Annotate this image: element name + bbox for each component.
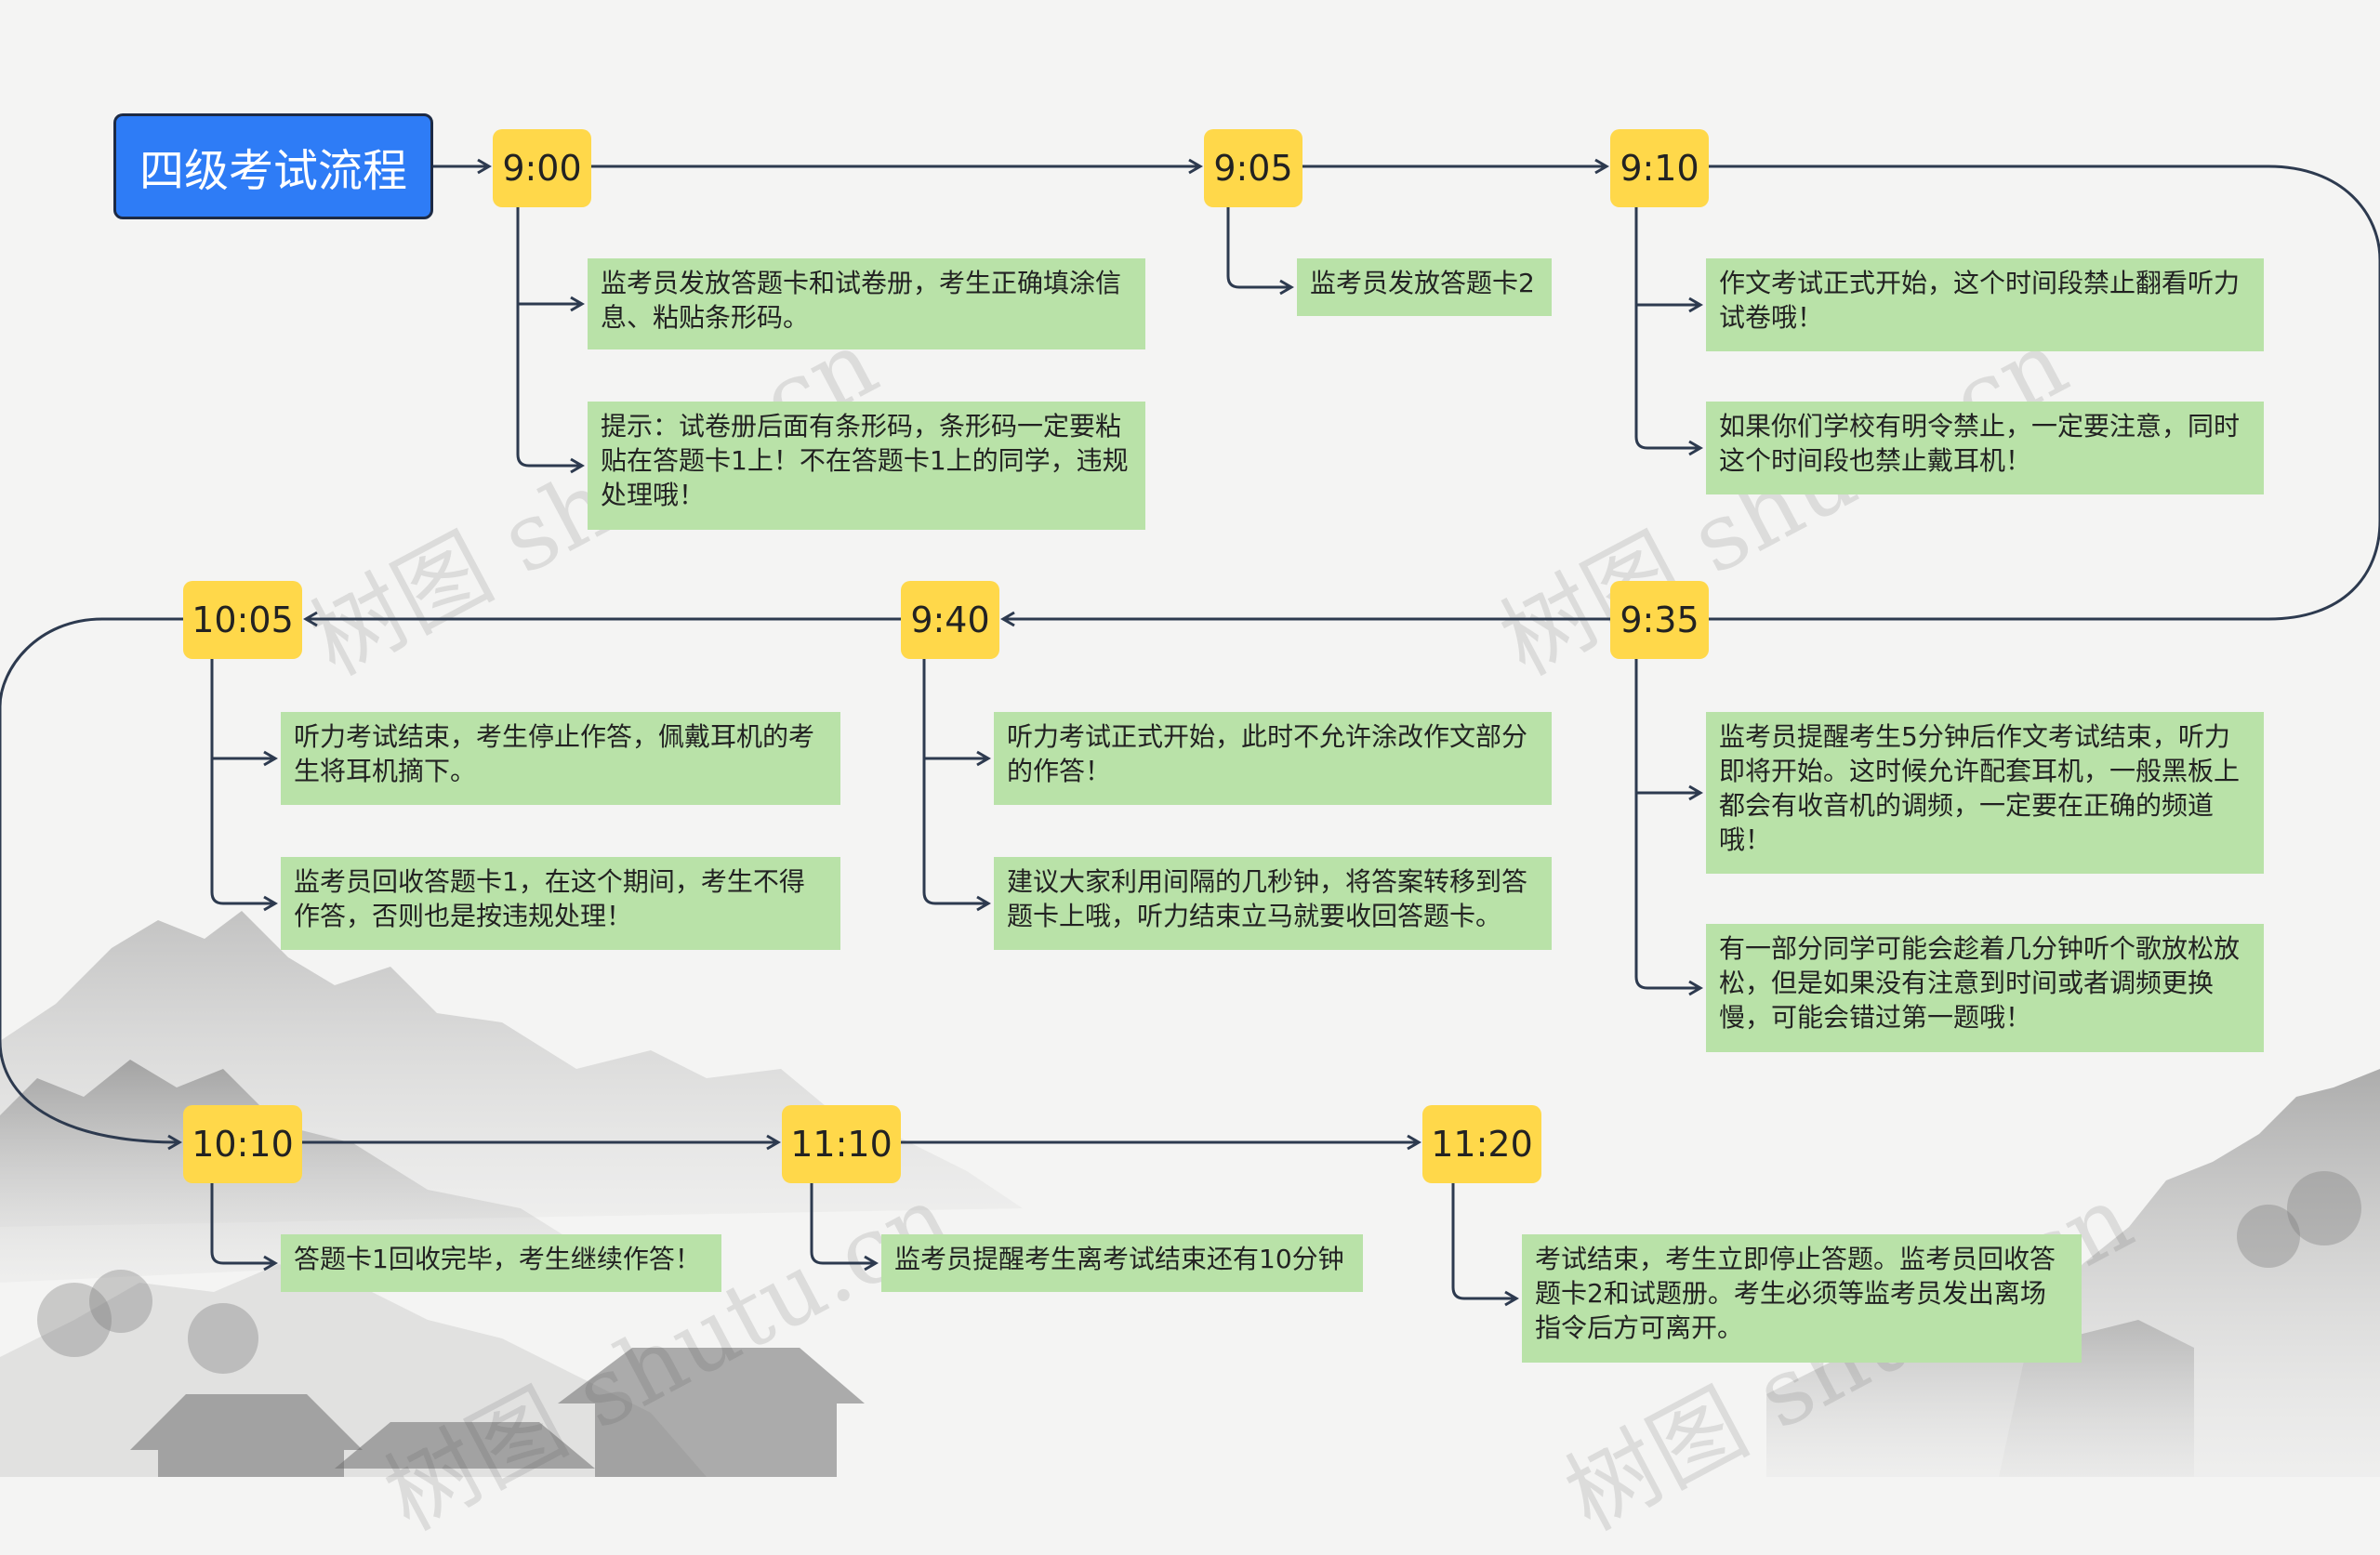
connector-14 [766, 1134, 781, 1151]
connector-37 [263, 750, 278, 767]
connector-27 [1634, 659, 1700, 990]
time-node-1005[interactable]: 10:05 [183, 581, 302, 659]
connector-33 [976, 750, 991, 767]
connector-21 [1226, 207, 1291, 289]
time-node-0910[interactable]: 9:10 [1610, 129, 1709, 207]
connector-40 [263, 1255, 278, 1272]
connector-29 [1688, 784, 1703, 801]
note-1110-1[interactable]: 监考员提醒考生离考试结束还有10分钟 [881, 1234, 1363, 1292]
connector-1 [477, 158, 492, 175]
connector-44 [1504, 1290, 1519, 1307]
note-0940-2[interactable]: 建议大家利用间隔的几秒钟，将答案转移到答题卡上哦，听力结束立马就要收回答题卡。 [994, 857, 1552, 950]
note-0935-1[interactable]: 监考员提醒考生5分钟后作文考试结束，听力即将开始。这时候允许配套耳机，一般黑板上… [1706, 712, 2264, 874]
time-node-0935[interactable]: 9:35 [1610, 581, 1709, 659]
connector-30 [1688, 980, 1703, 996]
time-node-0940[interactable]: 9:40 [901, 581, 999, 659]
connector-16 [1407, 1134, 1421, 1151]
note-0900-1[interactable]: 监考员发放答题卡和试卷册，考生正确填涂信息、粘贴条形码。 [588, 258, 1145, 349]
time-node-0900[interactable]: 9:00 [493, 129, 591, 207]
connector-3 [1188, 158, 1203, 175]
note-0905-1[interactable]: 监考员发放答题卡2 [1297, 258, 1552, 316]
time-node-0905[interactable]: 9:05 [1204, 129, 1302, 207]
note-0900-2[interactable]: 提示：试卷册后面有条形码，条形码一定要粘贴在答题卡1上！不在答题卡1上的同学，违… [588, 402, 1145, 530]
connector-42 [864, 1255, 879, 1272]
note-0910-1[interactable]: 作文考试正式开始，这个时间段禁止翻看听力试卷哦！ [1706, 258, 2264, 351]
connector-43 [1451, 1183, 1516, 1300]
connector-5 [1594, 158, 1609, 175]
note-1005-1[interactable]: 听力考试结束，考生停止作答，佩戴耳机的考生将耳机摘下。 [281, 712, 840, 805]
connector-26 [1688, 440, 1703, 456]
note-1005-2[interactable]: 监考员回收答题卡1，在这个期间，考生不得作答，否则也是按违规处理！ [281, 857, 840, 950]
connector-35 [210, 659, 275, 905]
connector-38 [263, 895, 278, 912]
note-1120-1[interactable]: 考试结束，考生立即停止答题。监考员回收答题卡2和试题册。考生必须等监考员发出离场… [1522, 1234, 2082, 1363]
connector-23 [1634, 207, 1700, 450]
connector-12 [167, 1134, 182, 1151]
time-node-1010[interactable]: 10:10 [183, 1105, 302, 1183]
connector-22 [1279, 279, 1294, 296]
note-0935-2[interactable]: 有一部分同学可能会趁着几分钟听个歌放松放松，但是如果没有注意到时间或者调频更换慢… [1706, 924, 2264, 1052]
time-node-1110[interactable]: 11:10 [782, 1105, 901, 1183]
connector-8 [1000, 611, 1015, 627]
note-0910-2[interactable]: 如果你们学校有明令禁止，一定要注意，同时这个时间段也禁止戴耳机！ [1706, 402, 2264, 494]
connector-34 [976, 895, 991, 912]
connector-10 [303, 611, 318, 627]
connector-11 [0, 617, 183, 1144]
time-node-1120[interactable]: 11:20 [1422, 1105, 1541, 1183]
connector-lines [0, 158, 2380, 1307]
note-0940-1[interactable]: 听力考试正式开始，此时不允许涂改作文部分的作答！ [994, 712, 1552, 805]
connector-17 [516, 207, 582, 468]
connector-20 [570, 457, 585, 474]
connector-39 [210, 1183, 275, 1265]
connector-31 [922, 659, 988, 905]
connector-19 [570, 296, 585, 312]
root-title[interactable]: 四级考试流程 [113, 113, 433, 219]
connector-25 [1688, 297, 1703, 313]
connector-6 [1709, 165, 2380, 621]
note-1010-1[interactable]: 答题卡1回收完毕，考生继续作答！ [281, 1234, 721, 1292]
connector-41 [810, 1183, 876, 1265]
